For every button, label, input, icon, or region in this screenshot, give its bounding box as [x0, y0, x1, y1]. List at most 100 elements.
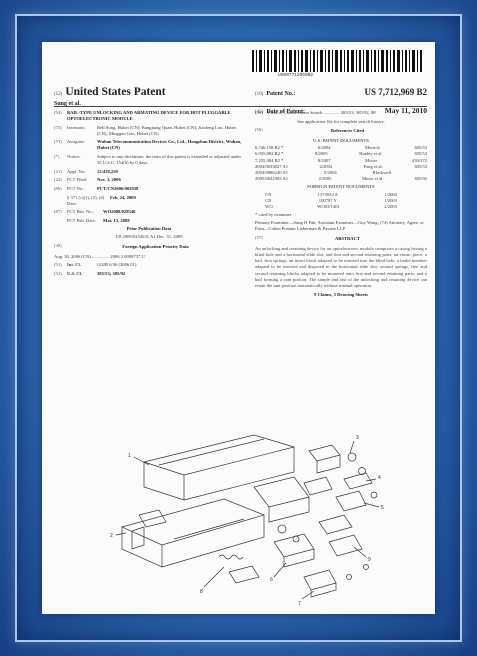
us-doc-date: 8/2007 — [317, 157, 331, 163]
us-doc-date: 2/2005 — [318, 175, 332, 181]
svg-text:4: 4 — [378, 475, 381, 481]
claims-count: 8 Claims, 5 Drawing Sheets — [314, 291, 368, 297]
foreign-doc-no: WO03/1401 — [317, 203, 340, 209]
patent-date-row: (45)Date of Patent: May 11, 2010 — [255, 100, 427, 118]
us-doc-name: Pang et al. — [363, 163, 383, 169]
svg-text:6: 6 — [270, 577, 273, 583]
us-doc-no: 2005/0041905 A1 — [255, 175, 289, 181]
us-doc-name: Merrick — [364, 145, 380, 151]
pct-filed: Nov. 3, 2006 — [97, 177, 121, 183]
us-doc-name: Minor et al. — [362, 175, 384, 181]
priority-row: Aug. 30, 2006 (CN) ............... 2006 … — [54, 253, 145, 259]
svg-text:9: 9 — [368, 557, 371, 563]
patent-date-label: Date of Patent: — [266, 109, 305, 115]
us-doc-date: 2/2004 — [319, 163, 333, 169]
us-doc-name: Blackwell — [372, 169, 392, 175]
int-cl: G02B 6/36 (2006.01) — [97, 262, 137, 268]
foreign-doc-no: 1374932 A — [317, 191, 338, 197]
us-doc-date: 6/2004 — [317, 145, 331, 151]
field-notice: (*)Notice:Subject to any disclaimer, the… — [54, 154, 244, 166]
field-30: (30)Foreign Application Priority Data — [54, 243, 244, 252]
svg-text:7: 7 — [298, 601, 301, 607]
field-73: (73)Assignee:Wuhan Telecommunication Dev… — [54, 139, 244, 151]
foreign-doc-c: CN — [265, 191, 272, 197]
field-87-date: PCT Pub. Date:Mar. 13, 2008 — [54, 218, 244, 224]
prior-publication-row: US 2009/0252631 A1 Dec. 31, 2009 — [115, 234, 183, 239]
svg-text:5: 5 — [381, 505, 384, 511]
barcode-icon — [252, 50, 422, 72]
us-docs-title: U.S. PATENT DOCUMENTS — [313, 137, 369, 143]
inventor-line: Sung et al. — [54, 101, 81, 107]
foreign-doc-date: 1/2003 — [384, 197, 397, 203]
references-cited-title: References Cited — [330, 127, 365, 133]
field-75: (75)Inventors:Bell Sung, Hubei (CN); Ban… — [54, 125, 244, 137]
field-58: (58)Field of Classification Search .....… — [255, 110, 427, 116]
field-56: (56)References Cited — [255, 127, 427, 136]
header-rule — [54, 106, 427, 107]
application-number: 12/438,259 — [97, 168, 118, 174]
pct-number: PCT/CN2006/002938 — [97, 185, 139, 191]
field-57: (57)ABSTRACT — [255, 235, 427, 244]
cited-note: * cited by examiner — [255, 211, 292, 217]
us-doc-row: 6,746,158 B2 * 6/2004 Merrick 385/53 — [255, 145, 427, 151]
patent-number: US 7,712,969 B2 — [364, 87, 427, 97]
us-doc-name: Moore — [365, 157, 378, 163]
pct-pub-date: Mar. 13, 2008 — [103, 217, 130, 223]
field-87: (87)PCT Pub. No.:WO2008/028346 — [54, 209, 244, 215]
us-doc-no: 2004/0033027 A1 — [255, 163, 289, 169]
patent-date: May 11, 2010 — [384, 106, 427, 115]
us-doc-row: 2004/0033027 A1 2/2004 Pang et al. 385/53 — [255, 164, 427, 170]
display-frame — [15, 14, 462, 642]
svg-text:2: 2 — [110, 533, 113, 539]
section-371-date: Feb. 24, 2009 — [110, 194, 136, 200]
assignee: Wuhan Telecommunication Devices Co., Ltd… — [97, 139, 242, 151]
us-doc-name: Hanley et al. — [359, 151, 383, 157]
document-title: United States Patent — [65, 86, 166, 98]
foreign-doc-date: 2/2003 — [384, 203, 397, 209]
patent-document: US007712969B2 (12)United States Patent S… — [42, 42, 435, 614]
us-doc-cl: 385/92 — [414, 175, 427, 181]
field-371: § 371 (c)(1), (2), (4) Date:Feb. 24, 200… — [54, 195, 244, 207]
us-doc-cl: 439/372 — [411, 157, 427, 163]
inventors: Bell Sung, Hubei (CN); Bangjiang Quan, H… — [97, 124, 236, 136]
inid-12: (12) — [54, 92, 63, 97]
examiners: Primary Examiner—Sung H Pak; Assistant E… — [255, 219, 424, 231]
us-docs-list: 6,746,158 B2 * 6/2004 Merrick 385/53 6,935,8… — [255, 145, 427, 182]
us-doc-date: 8/2005 — [314, 151, 328, 157]
pct-pub-number: WO2008/028346 — [103, 209, 136, 215]
foreign-doc-no: 100797 Y — [318, 197, 337, 203]
bibliographic-left-column: (54)BAIL-TYPE UNLOCKING AND ARMATING DEV… — [54, 110, 244, 279]
us-doc-date: 5/2004 — [323, 169, 337, 175]
priority-title: Foreign Application Priority Data — [122, 243, 189, 249]
inid-10: (10) — [255, 92, 264, 97]
notice: Subject to any disclaimer, the term of t… — [97, 154, 241, 166]
foreign-doc-c: CN — [265, 197, 272, 203]
foreign-doc-row: WO WO03/1401 2/2003 — [265, 204, 397, 210]
invention-title: BAIL-TYPE UNLOCKING AND ARMATING DEVICE … — [67, 110, 231, 122]
svg-text:3: 3 — [356, 435, 359, 441]
us-doc-no: 6,935,882 B2 * — [255, 151, 284, 157]
us-cl: 385/53; 385/92 — [97, 270, 126, 276]
barcode-number: US007712969B2 — [278, 73, 314, 78]
us-doc-row: 2005/0041905 A1 2/2005 Minor et al. 385/92 — [255, 176, 427, 182]
us-doc-cl: 385/53 — [414, 145, 427, 151]
header-left: (12)United States Patent Sung et al. — [54, 82, 166, 107]
us-doc-no: 7,255,484 B2 * — [255, 157, 284, 163]
abstract-title: ABSTRACT — [334, 236, 361, 242]
field-52: (52)U.S. Cl.385/53; 385/92 — [54, 271, 244, 277]
foreign-doc-c: WO — [265, 203, 273, 209]
foreign-doc-row: CN 100797 Y 1/2003 — [265, 198, 397, 204]
inid-45: (45) — [255, 110, 264, 115]
us-doc-row: 7,255,484 B2 * 8/2007 Moore 439/372 — [255, 158, 427, 164]
foreign-docs-title: FOREIGN PATENT DOCUMENTS — [307, 183, 375, 189]
patent-number-row: (10)Patent No.: US 7,712,969 B2 — [255, 82, 427, 100]
us-doc-no: 6,746,158 B2 * — [255, 145, 284, 151]
exploded-assembly-drawing-icon: 123 456 789 — [110, 434, 384, 607]
field-21: (21)Appl. No.:12/438,259 — [54, 169, 244, 175]
abstract-text: An unlocking and retaining device for an… — [255, 246, 427, 288]
us-doc-cl: 385/53 — [414, 163, 427, 169]
search-history-note: See application file for complete search… — [297, 118, 385, 124]
